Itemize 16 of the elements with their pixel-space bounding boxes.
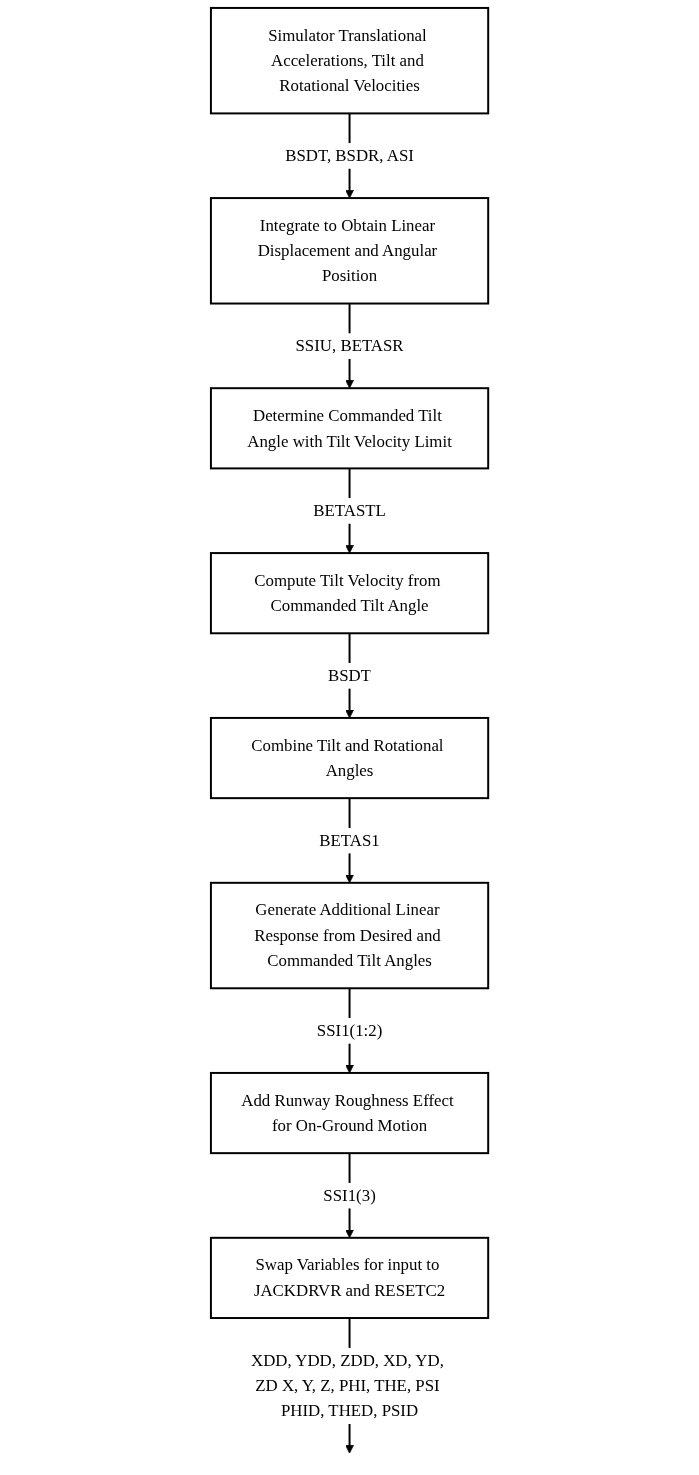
node-box: Swap Variables for input to JACKDRVR and RESETC2 bbox=[209, 1236, 490, 1319]
edge-label: BETASTL bbox=[313, 501, 386, 520]
edge-label: SSI1(3) bbox=[323, 1185, 376, 1205]
node-box: Simulator Translational Accelerations, Tilt and Rotational Velocities bbox=[209, 6, 490, 115]
edge-label: BSDT, BSDR, ASI bbox=[285, 146, 414, 165]
node-box: Determine Commanded Tilt Angle with Tilt Velocity Limit bbox=[209, 387, 490, 470]
node-box: Combine Tilt and Rotational Angles bbox=[209, 716, 490, 800]
edge-label: BETAS1 bbox=[319, 830, 380, 850]
node-box: Integrate to Obtain Linear Displacement and Angular Position bbox=[209, 197, 490, 305]
edge-label: XDD, YDD, ZDD, XD, YD, ZD X, Y, Z, PHI, THE, PSI PHID, THED, PSID bbox=[250, 1350, 444, 1421]
edge-label: SSI1(1:2) bbox=[316, 1020, 383, 1040]
node-box: Add Runway Roughness Effect for On-Ground Motion bbox=[209, 1071, 490, 1155]
node-box: Generate Additional Linear Response from Desired and Commanded Tilt Angles bbox=[209, 881, 490, 990]
edge-label: BSDT bbox=[327, 665, 372, 685]
edge-label: SSIU, BETASR bbox=[295, 336, 404, 356]
node-box: Compute Tilt Velocity from Commanded Tilt Angle bbox=[209, 552, 490, 635]
